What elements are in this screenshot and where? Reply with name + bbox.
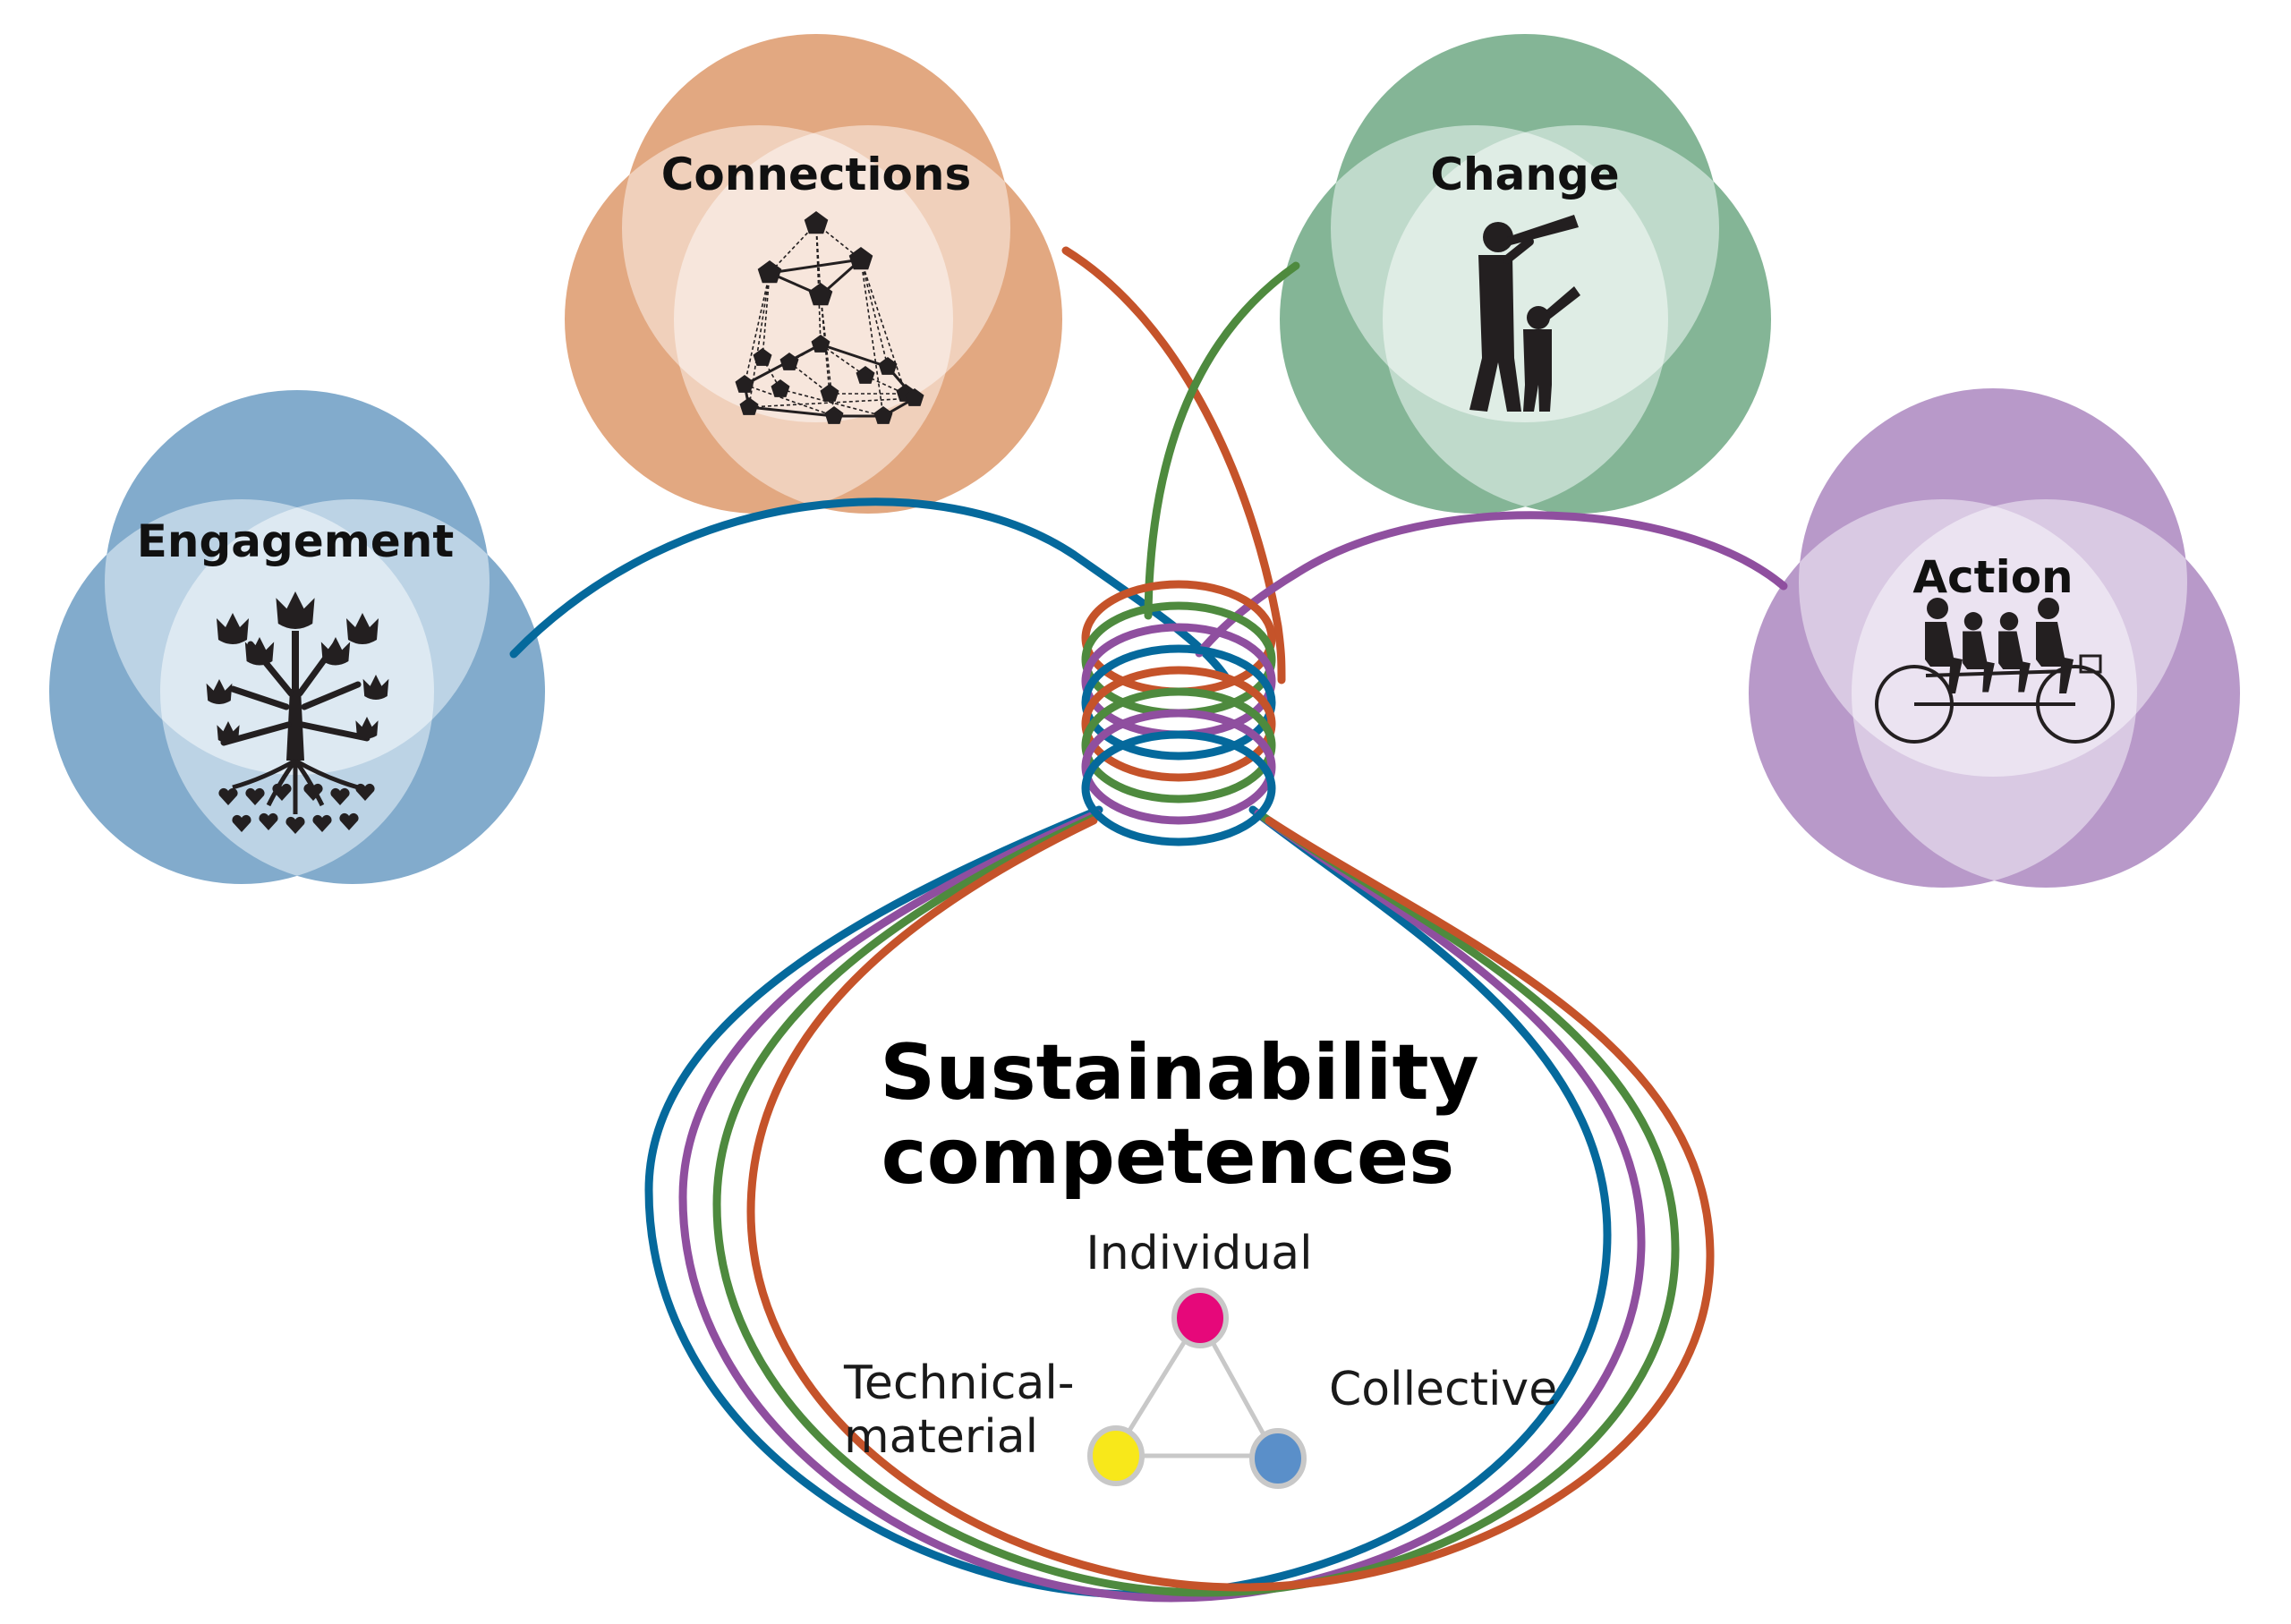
tandem-bicycle-family-icon [1875, 598, 2115, 744]
coil-ring [1081, 709, 1276, 825]
engagement-label: Engagement [137, 515, 455, 567]
action-venn-center [1852, 499, 2137, 777]
dimensions-triangle: Individual Collective Technical- materia… [843, 1227, 1557, 1489]
coil-ring [1081, 580, 1276, 696]
telescope-people-icon [1469, 215, 1580, 412]
technical-material-label-line2: material [844, 1410, 1038, 1464]
collective-label: Collective [1329, 1363, 1557, 1416]
connections-loop-strand [746, 816, 1715, 1592]
connections-label: Connections [661, 149, 972, 200]
coil-ring [1081, 730, 1276, 846]
technical-material-label-line1: Technical- [843, 1356, 1075, 1410]
change-loop-strand [712, 812, 1680, 1597]
change-cluster: Change [1280, 34, 1771, 514]
pentagon-network-icon [735, 211, 924, 424]
collective-node [1249, 1428, 1307, 1489]
engagement-connector-line [509, 497, 1232, 684]
change-venn-center [1383, 125, 1668, 422]
diagram-title-line1: Sustainability [880, 1028, 1478, 1118]
engagement-cluster: Engagement [49, 390, 545, 884]
coil-ring [1081, 687, 1276, 803]
change-label: Change [1430, 149, 1619, 200]
action-loop-strand [678, 809, 1646, 1603]
engagement-venn-center [160, 499, 434, 775]
action-label: Action [1912, 551, 2073, 603]
technical-material-node [1087, 1425, 1145, 1486]
connections-venn-center [674, 125, 953, 422]
coil-ring [1081, 666, 1276, 782]
individual-node [1171, 1288, 1229, 1348]
connections-cluster: Connections [565, 34, 1062, 514]
coil-ring [1081, 601, 1276, 718]
action-connector-line [1195, 511, 1788, 658]
tree-with-heart-roots-icon [206, 591, 389, 834]
coil-ring [1081, 644, 1276, 761]
action-cluster: Action [1749, 388, 2240, 888]
change-connector-line [1144, 261, 1300, 620]
coil-ring [1081, 623, 1276, 739]
connections-connector-line [1061, 246, 1286, 684]
diagram-title-line2: competences [881, 1112, 1455, 1202]
individual-label: Individual [1086, 1227, 1312, 1280]
